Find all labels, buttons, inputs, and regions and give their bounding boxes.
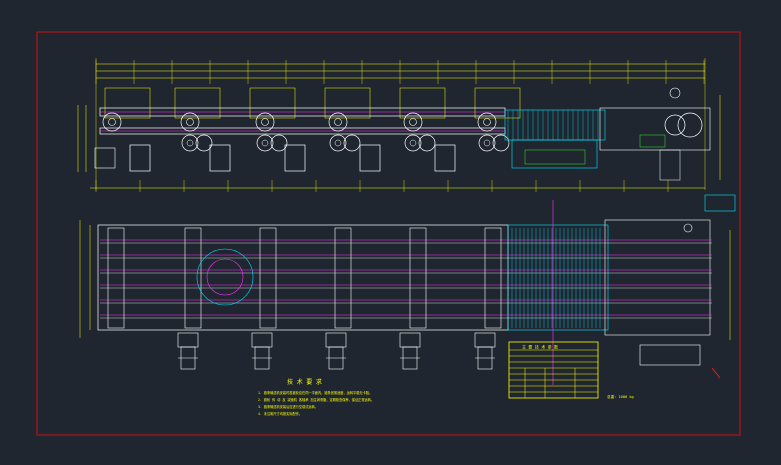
- large-sprocket-inner: [206, 258, 244, 296]
- motor-plate: [704, 194, 736, 212]
- notes-title: 技 术 要 求: [287, 378, 322, 386]
- gear-motor: [399, 332, 421, 348]
- drive-sprocket: [677, 112, 703, 138]
- red-marker: [711, 367, 721, 379]
- sprocket: [328, 112, 348, 132]
- section-box: [399, 87, 446, 119]
- elevation-view: [77, 58, 721, 192]
- sprocket-hub: [409, 139, 417, 147]
- sprocket: [256, 134, 274, 152]
- sprocket: [181, 134, 199, 152]
- sprocket: [478, 134, 496, 152]
- sprocket-hub: [334, 118, 342, 126]
- cyan-lower-frame: [511, 139, 598, 169]
- sprocket: [492, 134, 510, 152]
- notes-line-3: 3. 链条输送机安装后应进行空载试运转。: [258, 404, 318, 409]
- sprocket-hub: [108, 118, 116, 126]
- plan-view: [79, 194, 736, 385]
- section-box: [324, 87, 371, 119]
- idler: [669, 87, 681, 99]
- plan-frame: [97, 224, 509, 331]
- sprocket-hub: [261, 139, 269, 147]
- plan-cyan-section: [507, 224, 609, 331]
- gear-motor: [251, 332, 273, 348]
- drive-sprocket: [664, 114, 686, 136]
- sprocket-hub: [409, 118, 417, 126]
- drive-motor: [639, 344, 701, 366]
- sprocket: [102, 112, 122, 132]
- cross-member: [409, 227, 427, 329]
- section-box: [249, 87, 296, 119]
- notes-line-4: 4. 未注明尺寸均按实际配作。: [258, 411, 302, 416]
- drawing-frame: [36, 31, 741, 436]
- gear-motor: [474, 332, 496, 348]
- cross-member: [259, 227, 277, 329]
- section-box: [474, 87, 521, 119]
- gear-motor: [177, 332, 199, 348]
- weight-label: 总重: 1000 kg: [607, 394, 634, 399]
- title-block: 主 要 技 术 参 数: [508, 341, 599, 399]
- drive-frame: [599, 107, 711, 151]
- sprocket: [403, 112, 423, 132]
- motor: [639, 134, 666, 148]
- sprocket-hub: [261, 118, 269, 126]
- support-leg: [434, 144, 456, 172]
- sprocket: [270, 134, 288, 152]
- plan-drive-section: [604, 219, 711, 336]
- sprocket-hub: [483, 118, 491, 126]
- sprocket: [195, 134, 213, 152]
- sprocket: [180, 112, 200, 132]
- sprocket-hub: [334, 139, 342, 147]
- sprocket: [343, 134, 361, 152]
- gear-motor: [325, 332, 347, 348]
- sprocket: [329, 134, 347, 152]
- cross-member: [334, 227, 352, 329]
- support-leg: [209, 144, 231, 172]
- sprocket: [683, 223, 693, 233]
- large-sprocket: [196, 248, 254, 306]
- support-leg: [659, 149, 681, 181]
- technical-notes: 技 术 要 求 1. 链条输送机安装时各链轮应在同一平面内，链条张紧适度，运转平…: [258, 378, 374, 416]
- support-leg: [129, 144, 151, 172]
- notes-line-1: 1. 链条输送机安装时各链轮应在同一平面内，链条张紧适度，运转平稳无卡阻。: [258, 390, 372, 395]
- cross-member: [484, 227, 502, 329]
- sprocket: [404, 134, 422, 152]
- sprocket-hub: [186, 139, 194, 147]
- sprocket: [477, 112, 497, 132]
- title-block-header: 主 要 技 术 参 数: [522, 344, 558, 350]
- sprocket: [255, 112, 275, 132]
- cross-member: [107, 227, 125, 329]
- section-box: [174, 87, 221, 119]
- section-box: [104, 87, 151, 119]
- notes-line-2: 2. 链轮 传 动 及 减速机 各轴承 加注润滑脂，定期检查保养，保证正常运转。: [258, 397, 374, 402]
- sprocket-hub: [186, 118, 194, 126]
- cross-member: [184, 227, 202, 329]
- support-leg: [359, 144, 381, 172]
- sprocket-hub: [483, 139, 491, 147]
- sprocket: [418, 134, 436, 152]
- support-leg: [284, 144, 306, 172]
- drive-unit: [524, 149, 586, 165]
- support-leg: [94, 147, 116, 169]
